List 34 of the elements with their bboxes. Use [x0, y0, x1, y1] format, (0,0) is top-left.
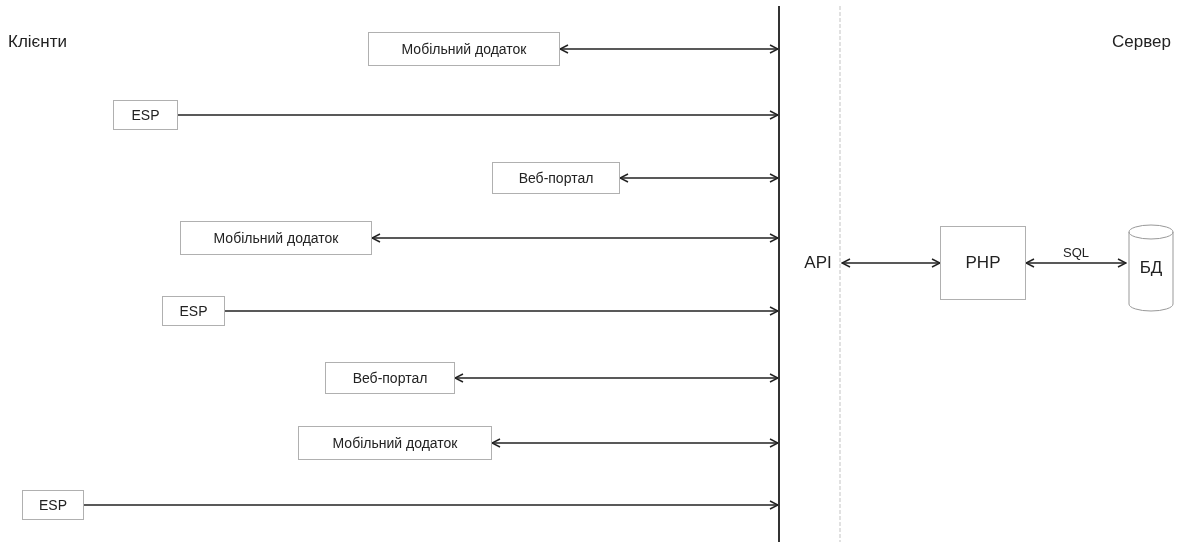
database-label: БД: [1139, 258, 1163, 278]
box-label: ESP: [131, 107, 160, 123]
arrow: [559, 44, 779, 54]
arrow: [491, 438, 779, 448]
box-label: Мобільний додаток: [332, 435, 458, 451]
process-box: [492, 162, 620, 194]
arrow: [224, 306, 779, 316]
arrow: [371, 233, 779, 243]
process-box: [940, 226, 1026, 300]
process-box: [298, 426, 492, 460]
process-box: [22, 490, 84, 520]
box-label: PHP: [965, 253, 1001, 273]
api-label: API: [804, 253, 832, 273]
box-label: Веб-портал: [352, 370, 428, 386]
arrow: [841, 258, 941, 268]
edge-label: SQL: [1061, 246, 1091, 260]
process-box: [162, 296, 225, 326]
process-box: [180, 221, 372, 255]
arrow: [177, 110, 779, 120]
section-heading: Сервер: [1112, 32, 1171, 52]
box-label: Веб-портал: [518, 170, 594, 186]
arrow: [619, 173, 779, 183]
process-box: [113, 100, 178, 130]
database-cylinder: [1128, 224, 1174, 312]
arrow: [454, 373, 779, 383]
box-label: ESP: [39, 497, 67, 513]
arrow: [1025, 258, 1127, 268]
box-label: ESP: [179, 303, 208, 319]
process-box: [325, 362, 455, 394]
box-label: Мобільний додаток: [401, 41, 527, 57]
section-heading: Клієнти: [8, 32, 67, 52]
box-label: Мобільний додаток: [213, 230, 339, 246]
arrow: [83, 500, 779, 510]
process-box: [368, 32, 560, 66]
